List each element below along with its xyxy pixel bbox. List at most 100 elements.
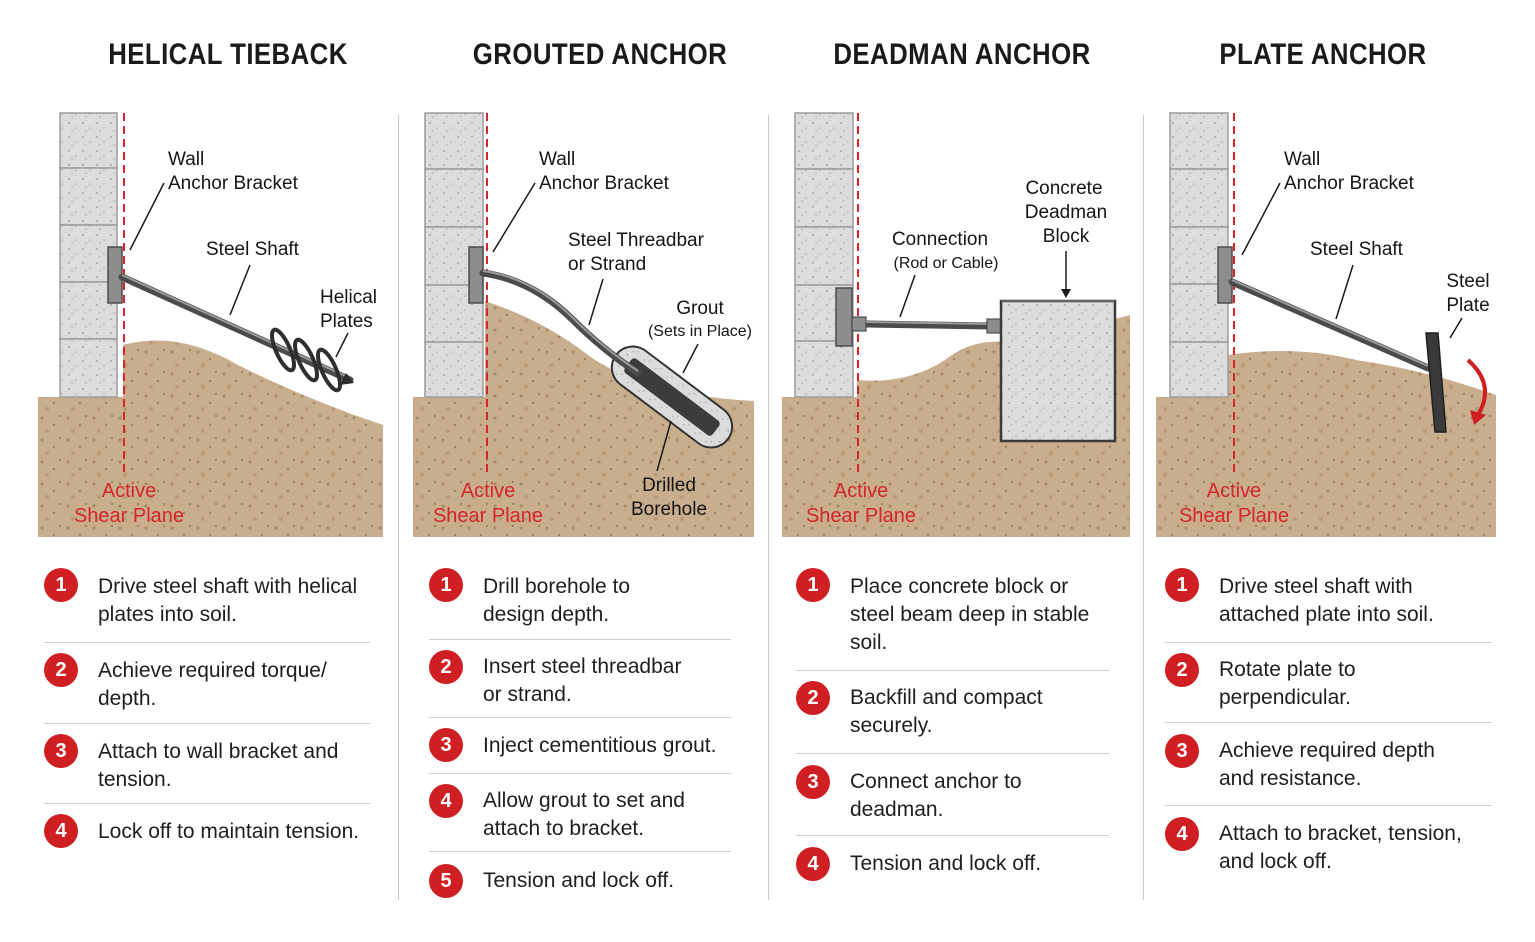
- panel-title-helical-tieback: HELICAL TIEBACK: [108, 38, 348, 71]
- step-number-badge: 4: [796, 847, 830, 881]
- steel-shaft: [118, 273, 354, 384]
- step-text: Insert steel threadbar or strand.: [483, 655, 682, 706]
- step-text: Rotate plate to perpendicular.: [1219, 658, 1356, 709]
- step-item: 4 Attach to bracket, tension, and lock o…: [1165, 806, 1492, 881]
- helical-tieback-steps: 1 Drive steel shaft with helical plates …: [44, 565, 370, 864]
- label-active: Active: [1207, 480, 1261, 502]
- label-wall: Wall: [539, 149, 575, 170]
- retaining-wall: [1169, 112, 1229, 398]
- label-steel-shaft: Steel Shaft: [206, 239, 300, 260]
- step-number-badge: 2: [796, 681, 830, 715]
- soil-mass: [413, 301, 754, 537]
- step-text: Drive steel shaft with attached plate in…: [1219, 575, 1434, 626]
- label-connection: Connection: [892, 229, 988, 250]
- step-item: 2 Achieve required torque/ depth.: [44, 643, 370, 724]
- step-number-badge: 3: [429, 728, 463, 762]
- soil-mass: [1156, 351, 1496, 537]
- step-item: 1 Drive steel shaft with attached plate …: [1165, 565, 1492, 643]
- label-shear-plane: Shear Plane: [1179, 505, 1289, 527]
- panel-title-plate-anchor: PLATE ANCHOR: [1219, 38, 1427, 71]
- step-number-badge: 2: [1165, 653, 1199, 687]
- label-steel-shaft: Steel Shaft: [1310, 239, 1404, 260]
- step-item: 3 Attach to wall bracket and tension.: [44, 724, 370, 804]
- step-text: Attach to bracket, tension, and lock off…: [1219, 822, 1462, 873]
- step-item: 5 Tension and lock off.: [429, 852, 731, 907]
- step-number-badge: 4: [429, 784, 463, 818]
- label-shear-plane: Shear Plane: [74, 505, 184, 527]
- label-plates: Plates: [320, 311, 373, 332]
- step-item: 2 Rotate plate to perpendicular.: [1165, 643, 1492, 723]
- leader-line: [656, 420, 672, 472]
- step-number-badge: 1: [1165, 568, 1199, 602]
- label-anchor-bracket: Anchor Bracket: [1284, 173, 1415, 194]
- step-number-badge: 1: [796, 568, 830, 602]
- label-shear-plane: Shear Plane: [806, 505, 916, 527]
- column-divider: [1143, 115, 1144, 900]
- step-text: Drive steel shaft with helical plates in…: [98, 575, 358, 626]
- step-text: Tension and lock off.: [850, 852, 1042, 875]
- step-number-badge: 4: [1165, 817, 1199, 851]
- label-plate: Plate: [1446, 295, 1489, 316]
- label-active: Active: [102, 480, 156, 502]
- label-shear-plane: Shear Plane: [433, 505, 543, 527]
- wall-anchor-bracket: [1217, 246, 1233, 304]
- column-divider: [768, 115, 769, 900]
- label-deadman: Deadman: [1025, 202, 1107, 223]
- label-wall: Wall: [168, 149, 204, 170]
- label-drilled: Drilled: [642, 475, 696, 496]
- step-number-badge: 1: [429, 568, 463, 602]
- helical-plates: [270, 327, 342, 393]
- label-concrete: Concrete: [1025, 178, 1102, 199]
- label-rod-or-cable: (Rod or Cable): [894, 255, 999, 272]
- deadman-anchor-steps: 1 Place concrete block or steel beam dee…: [796, 565, 1109, 896]
- step-number-badge: 2: [429, 650, 463, 684]
- plate-anchor-steps: 1 Drive steel shaft with attached plate …: [1165, 565, 1492, 881]
- leader-line: [588, 278, 604, 326]
- concrete-deadman-block: [999, 299, 1117, 443]
- svg-text:Grout(Sets in Place): Grout(Sets in Place): [648, 298, 752, 340]
- step-item: 4 Lock off to maintain tension.: [44, 804, 370, 864]
- step-item: 2 Backfill and compact securely.: [796, 671, 1109, 754]
- leader-line: [1241, 182, 1281, 256]
- step-text: Place concrete block or steel beam deep …: [850, 575, 1090, 654]
- step-text: Lock off to maintain tension.: [98, 820, 360, 843]
- steel-threadbar: [479, 269, 642, 377]
- step-item: 3 Achieve required depth and resistance.: [1165, 723, 1492, 806]
- leader-line: [335, 332, 349, 358]
- step-number-badge: 1: [44, 568, 78, 602]
- label-helical: Helical: [320, 287, 377, 308]
- step-number-badge: 3: [796, 765, 830, 799]
- step-item: 4 Tension and lock off.: [796, 836, 1109, 896]
- label-anchor-bracket: Anchor Bracket: [168, 173, 299, 194]
- step-text: Tension and lock off.: [483, 869, 675, 892]
- step-number-badge: 5: [429, 864, 463, 898]
- label-wall: Wall: [1284, 149, 1320, 170]
- leader-line: [682, 343, 699, 374]
- label-sets-in-place: (Sets in Place): [648, 323, 752, 340]
- label-steel: Steel: [1446, 271, 1489, 292]
- leader-line: [899, 274, 916, 318]
- label-or-strand: or Strand: [568, 254, 646, 275]
- svg-text:Connection(Rod or Cable): Connection (Rod or Cable): [892, 229, 999, 272]
- steel-plate: [1425, 332, 1447, 433]
- steel-shaft: [1228, 278, 1432, 372]
- step-text: Achieve required depth and resistance.: [1219, 739, 1435, 790]
- wall-anchor-bracket: [835, 287, 853, 347]
- panel-title-grouted-anchor: GROUTED ANCHOR: [472, 38, 728, 71]
- label-borehole: Borehole: [631, 499, 707, 520]
